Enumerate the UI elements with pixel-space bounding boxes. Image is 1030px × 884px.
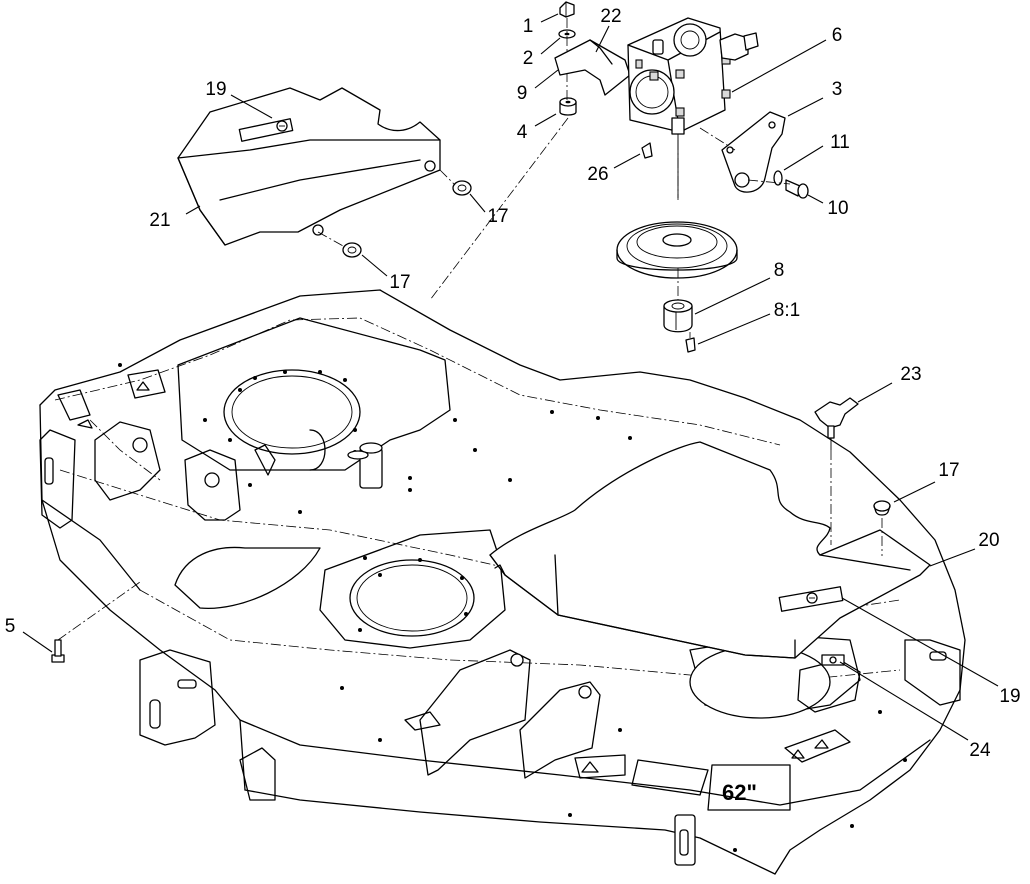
pulley-8 [616,221,738,279]
callout-20: 20 [978,530,999,551]
callout-26: 26 [587,164,608,185]
deck-bolt-holes [118,363,907,852]
callout-4: 4 [517,122,528,143]
hub-8 [663,299,693,333]
spindle-post [254,429,383,489]
front-lift-brackets [404,649,696,866]
bolt-1 [559,1,575,18]
callout-9: 9 [517,83,528,104]
washer-17-right [873,500,891,556]
callout-5: 5 [5,616,16,637]
gearbox-assembly [429,1,809,353]
lock-washer-11 [773,170,783,186]
callout-17-lower: 17 [389,272,410,293]
washer-17-lower [342,242,362,258]
plate-3 [721,111,786,193]
screw-5 [51,581,141,663]
right-deck-brackets [797,639,961,713]
left-deck-brackets [39,421,276,801]
callout-21: 21 [149,210,170,231]
callout-1: 1 [523,16,534,37]
callout-2: 2 [523,48,534,69]
mount-bracket-22 [554,39,631,96]
callout-8-1: 8:1 [774,300,800,321]
callout-24: 24 [969,740,991,761]
washer-17-upper [452,180,472,196]
deck-decals: 62" [57,369,851,811]
callout-10: 10 [827,198,848,219]
knob-23 [814,397,859,545]
key-26 [641,142,653,159]
leader-lines [22,13,999,741]
mower-deck: 62" [39,289,966,875]
callout-19-lower: 19 [999,686,1020,707]
callout-17-upper: 17 [487,206,508,227]
callout-23: 23 [900,364,921,385]
deck-size-decal: 62" [722,780,757,805]
callout-labels: 1 2 22 6 9 4 3 11 26 10 19 17 21 17 8 8:… [5,6,1021,761]
set-screw-8-1 [685,337,696,353]
callout-11: 11 [830,132,850,153]
callout-8: 8 [774,260,785,281]
callout-22: 22 [600,6,621,27]
belt-cover-21 [177,87,441,246]
callout-17-right: 17 [938,460,959,481]
belt-cover-20 [489,441,931,659]
callout-3: 3 [832,79,843,100]
callout-6: 6 [832,25,843,46]
callout-19-upper: 19 [205,79,226,100]
